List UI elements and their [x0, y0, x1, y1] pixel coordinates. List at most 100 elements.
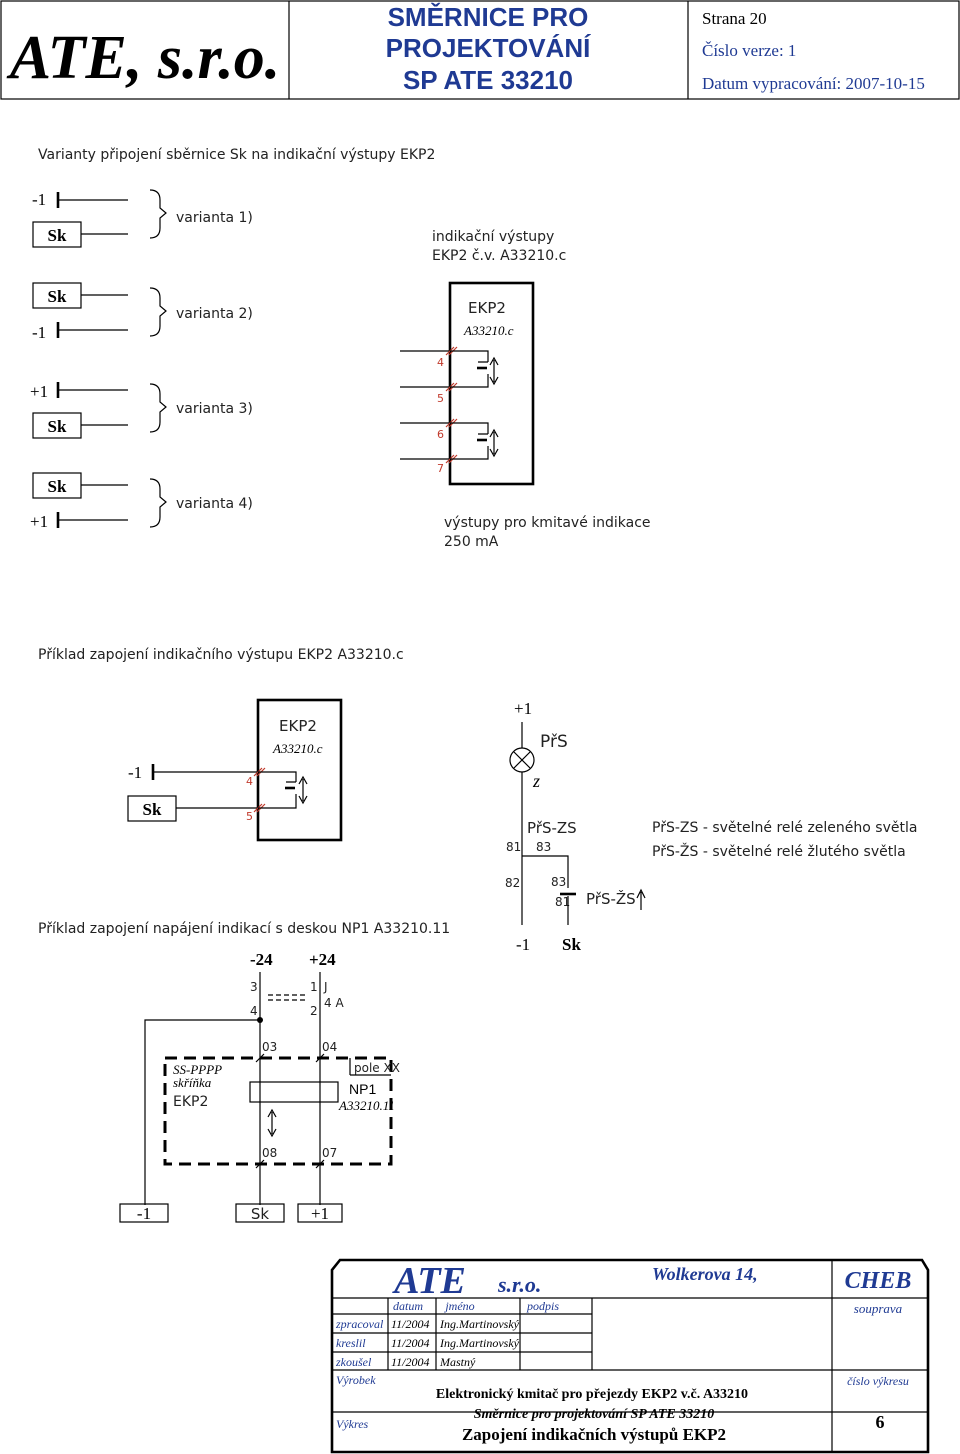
pin1-label: 1	[310, 980, 318, 994]
term-sk-label: Sk	[251, 1205, 270, 1223]
variant4-label: varianta 4)	[176, 496, 253, 512]
variant1-connection: -1 Sk varianta 1)	[32, 189, 253, 248]
contact-82-label: 82	[505, 876, 520, 890]
term-plus1-box	[297, 1203, 343, 1223]
variant3-connection: +1 Sk varianta 3)	[30, 382, 253, 439]
relay-sk-label: Sk	[562, 935, 581, 954]
ekp2-module-code: A33210.c	[463, 323, 514, 338]
term-sk-box	[235, 1203, 285, 1223]
tb-row3-name: Mastný	[439, 1355, 476, 1369]
contact-81-label: 81	[506, 840, 521, 854]
page-header: ATE, s.r.o. SMĚRNICE PRO PROJEKTOVÁNÍ SP…	[0, 0, 960, 100]
variant2-brace	[149, 287, 167, 337]
ekp2-small-code: A33210.c	[272, 741, 323, 756]
np1-board	[249, 1081, 339, 1103]
relay-plus1-label: +1	[514, 699, 532, 718]
variant3-sk-label: Sk	[48, 417, 67, 436]
ss-line2: skříňka	[173, 1075, 212, 1090]
pin4-label: 4	[250, 1004, 258, 1018]
outputs-note-line1: indikační výstupy	[432, 229, 554, 245]
terminal-07: 07	[322, 1146, 337, 1160]
bottom-note-line1: výstupy pro kmitavé indikace	[444, 515, 651, 531]
revision-date: Datum vypracování: 2007-10-15	[702, 74, 925, 93]
terminal-03: 03	[262, 1040, 277, 1054]
variant3-label: varianta 3)	[176, 401, 253, 417]
ekp2-module-box	[448, 281, 535, 486]
ekp2-small-box	[256, 698, 343, 842]
term-plus1-label: +1	[311, 1204, 329, 1223]
variant4-connection: Sk +1 varianta 4)	[30, 472, 253, 531]
np1-label: NP1	[349, 1081, 376, 1097]
tb-row3-date: 11/2004	[391, 1355, 429, 1369]
contact-arrow-2	[489, 428, 499, 458]
tb-row2-name: Ing.Martinovský	[439, 1336, 520, 1350]
variant2-minus1-label: -1	[32, 323, 46, 342]
variant1-label: varianta 1)	[176, 210, 253, 226]
tb-row1-name: Ing.Martinovský	[439, 1317, 520, 1331]
variant4-brace	[149, 478, 167, 528]
np1-arrow-icon	[267, 1108, 277, 1138]
tb-sro-logo: s.r.o.	[497, 1272, 541, 1297]
s2-pin-5: 5	[246, 810, 253, 823]
term-minus1-label: -1	[137, 1204, 151, 1223]
tb-vykres: Zapojení indikačních výstupů EKP2	[462, 1425, 726, 1444]
variant4-plus1-label: +1	[30, 512, 48, 531]
cabinet-boundary	[163, 1056, 393, 1166]
title-block-frame	[330, 1258, 930, 1454]
pin-6-label: 6	[437, 428, 444, 441]
np1-code-label: A33210.11	[338, 1098, 395, 1113]
terminal-08: 08	[262, 1146, 277, 1160]
pin-7-label: 7	[437, 462, 444, 475]
minus24-label: -24	[250, 950, 273, 969]
plus24-label: +24	[309, 950, 336, 969]
tb-vykres-label: Výkres	[336, 1417, 369, 1431]
tb-row1-date: 11/2004	[391, 1317, 429, 1331]
header-title-line3: SP ATE 33210	[403, 65, 573, 95]
fuse-label: J	[323, 980, 328, 994]
contact-83b-label: 83	[551, 875, 566, 889]
tb-cislo: 6	[876, 1412, 885, 1432]
variant3-plus1-label: +1	[30, 382, 48, 401]
tb-col-jmeno: jméno	[443, 1299, 474, 1313]
tb-vyrobek: Elektronický kmitač pro přejezdy EKP2 v.…	[436, 1387, 748, 1402]
prs-zs2-label: PřS-ŽS	[586, 889, 636, 908]
fuse-rating-label: 4 A	[324, 996, 344, 1010]
outputs-note-line2: EKP2 č.v. A33210.c	[432, 248, 566, 264]
s2-minus1-label: -1	[128, 763, 142, 782]
version-number: Číslo verze: 1	[702, 41, 796, 60]
tb-row1-label: zpracoval	[335, 1317, 384, 1331]
ekp2-module-name: EKP2	[468, 299, 506, 317]
prs-label: PřS	[540, 732, 568, 752]
tb-vyrobek-label: Výrobek	[336, 1373, 376, 1387]
page-number: Strana 20	[702, 9, 767, 28]
tb-row3-label: zkoušel	[335, 1355, 372, 1369]
tb-row2-label: kreslil	[336, 1336, 366, 1350]
ekp2-module-large: EKP2 A33210.c 4 5 6 7	[400, 281, 535, 486]
pin3-label: 3	[250, 980, 258, 994]
tb-col-datum: datum	[393, 1299, 423, 1313]
tb-address: Wolkerova 14,	[652, 1264, 758, 1284]
section2-title: Příklad zapojení indikačního výstupu EKP…	[38, 647, 404, 663]
tb-row2-date: 11/2004	[391, 1336, 429, 1350]
title-block: ATE s.r.o. Wolkerova 14, CHEB souprava d…	[330, 1258, 930, 1454]
variant1-minus1-label: -1	[32, 190, 46, 209]
header-frame	[0, 0, 960, 100]
tb-ate-logo: ATE	[392, 1260, 466, 1302]
company-logo: ATE, s.r.o.	[6, 24, 281, 92]
tb-col-podpis: podpis	[526, 1299, 559, 1313]
variant2-label: varianta 2)	[176, 306, 253, 322]
legend-line2: PřS-ŽS - světelné relé žlutého světla	[652, 842, 906, 860]
pin2-label: 2	[310, 1004, 318, 1018]
relay-arrow-icon	[636, 888, 646, 910]
variant2-sk-label: Sk	[48, 287, 67, 306]
terminal-04: 04	[322, 1040, 337, 1054]
bottom-note-line2: 250 mA	[444, 534, 499, 550]
tb-cislo-label: číslo výkresu	[847, 1374, 909, 1388]
pin-4-label: 4	[437, 356, 444, 369]
pin-5-label: 5	[437, 392, 444, 405]
tb-souprava: souprava	[854, 1301, 903, 1316]
section1-title: Varianty připojení sběrnice Sk na indika…	[38, 147, 435, 163]
ekp2-module-small: EKP2 A33210.c 4 5	[246, 698, 343, 842]
z-label: z	[532, 771, 540, 791]
